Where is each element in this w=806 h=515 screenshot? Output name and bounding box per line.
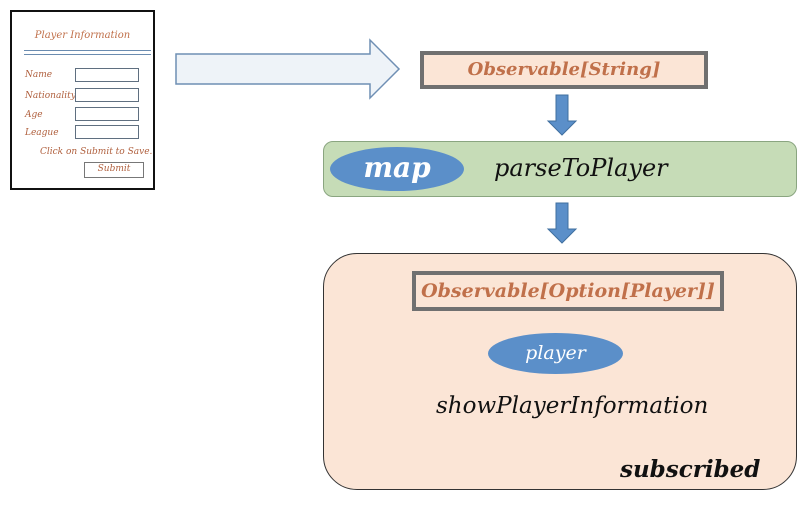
age-field — [75, 107, 139, 121]
map-function-label: parseToPlayer — [494, 154, 668, 182]
league-field — [75, 125, 139, 139]
player-oval: player — [488, 333, 623, 374]
subscribed-label: subscribed — [620, 456, 761, 483]
nationality-label: Nationality — [25, 91, 76, 101]
subscriber-function-label: showPlayerInformation — [436, 393, 709, 419]
down-arrow-2 — [546, 202, 578, 244]
observable-option-box: Observable[Option[Player]] — [412, 271, 724, 311]
observable-string-box: Observable[String] — [420, 51, 708, 89]
name-field — [75, 68, 139, 82]
nationality-field — [75, 88, 139, 102]
form-note: Click on Submit to Save. — [40, 147, 153, 157]
form-title: Player Information — [34, 30, 131, 41]
name-label: Name — [25, 70, 53, 80]
map-oval: map — [330, 147, 464, 191]
player-form-mockup: Player Information Name Nationality Age … — [10, 10, 155, 190]
hollow-right-arrow — [175, 38, 401, 100]
age-label: Age — [25, 110, 43, 120]
league-label: League — [25, 128, 59, 138]
submit-button: Submit — [84, 162, 144, 178]
form-divider — [24, 50, 151, 51]
down-arrow-1 — [546, 94, 578, 136]
form-divider — [24, 54, 151, 55]
